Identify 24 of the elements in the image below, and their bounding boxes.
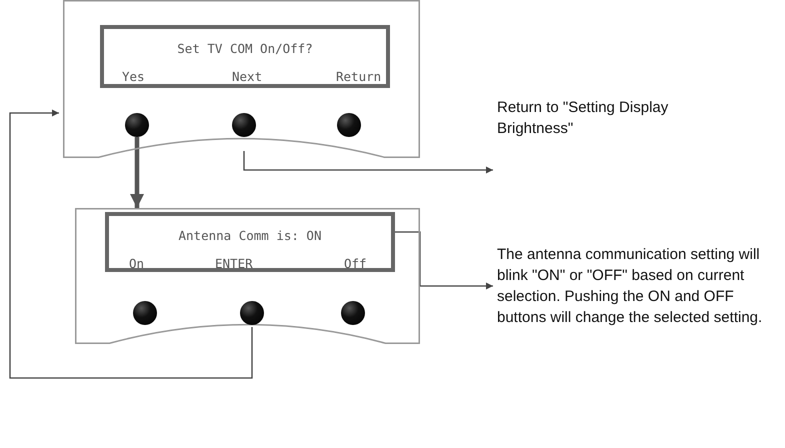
- arrow: [395, 231, 493, 290]
- push-button: [125, 113, 149, 137]
- control-panel: [63, 0, 420, 158]
- softkey-label: Off: [344, 256, 367, 271]
- display-text: Antenna Comm is: ON: [178, 228, 322, 243]
- push-button: [232, 113, 256, 137]
- lcd-display: [100, 25, 390, 88]
- softkey-label: Return: [336, 69, 382, 84]
- note-text: The antenna communication setting will blink "ON" or "OFF" based on current selection. Pushing the ON and OFF buttons will change the selected setting.: [497, 244, 765, 328]
- arrow: [243, 151, 493, 174]
- push-button: [341, 301, 365, 325]
- softkey-label: On: [129, 256, 144, 271]
- push-button: [133, 301, 157, 325]
- arrow: [130, 137, 144, 208]
- lcd-display: [105, 212, 395, 272]
- push-button: [240, 301, 264, 325]
- softkey-label: Next: [232, 69, 262, 84]
- note-text: Return to "Setting Display Brightness": [497, 97, 747, 139]
- display-text: Set TV COM On/Off?: [177, 41, 313, 56]
- push-button: [337, 113, 361, 137]
- arrow: [9, 110, 253, 379]
- softkey-label: Yes: [122, 69, 145, 84]
- softkey-label: ENTER: [215, 256, 253, 271]
- control-panel: [75, 208, 420, 344]
